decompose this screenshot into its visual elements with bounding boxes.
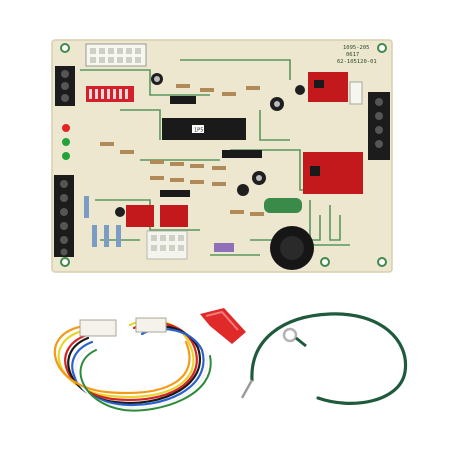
microcontroller-chip: 1P5 [162,118,246,140]
wire-harness [53,317,212,412]
control-board: 1095-205 0617 62-105120-01 [51,39,393,273]
capacitors [115,73,305,217]
status-leds [62,124,70,160]
harness-plug-right [135,317,167,333]
harness-connector [85,43,147,67]
terminal-block-right [368,92,390,160]
inductor-round [270,226,314,270]
small-ics [160,96,262,197]
part-number: 1095-205 [343,45,370,51]
small-relays [126,205,188,227]
terminal-block-left-top [55,66,75,106]
chip-label: 1P5 [194,128,203,134]
small-connector-right [349,81,363,105]
board-code: 62-105120-01 [337,59,377,65]
main-relay-bottom [303,152,363,194]
mounting-holes [60,43,387,267]
date-code: 0617 [346,52,359,58]
dip-switch [86,86,134,102]
blue-resistors [84,196,121,247]
harness-plug-left [79,319,117,337]
pin-connector [146,230,188,260]
main-relay-top [308,72,348,102]
resistors [100,84,264,216]
ground-wire [240,312,408,405]
fuse [214,243,234,252]
terminal-block-left-bottom [54,175,74,257]
green-component [264,198,302,213]
red-crimp-connector [200,308,246,344]
ring-terminal [282,327,298,343]
